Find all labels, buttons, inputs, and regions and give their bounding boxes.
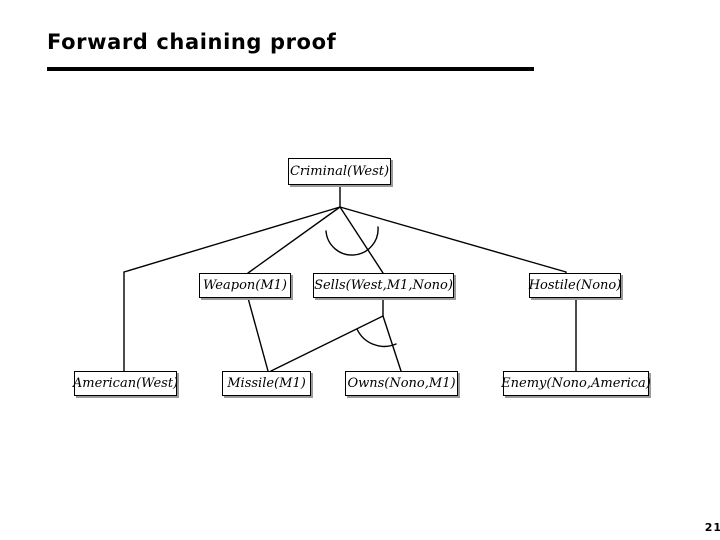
title-underline-rule [47, 67, 534, 71]
node-label: Enemy(Nono,America) [501, 376, 651, 391]
edge-criminal-to-hostile [339, 206, 567, 274]
edge-sells-to-owns [382, 315, 402, 372]
edge-weapon-to-missile [247, 297, 269, 372]
node-weapon-m1[interactable]: Weapon(M1) [199, 273, 291, 298]
node-owns-nono-m1[interactable]: Owns(Nono,M1) [345, 371, 458, 396]
edge-criminal-to-weapon [247, 206, 341, 274]
edge-criminal-to-sells [339, 206, 384, 274]
and-arc-criminal [325, 226, 379, 256]
node-criminal-west[interactable]: Criminal(West) [288, 158, 391, 185]
page-number: 21 [704, 521, 720, 534]
node-hostile-nono[interactable]: Hostile(Nono) [529, 273, 621, 298]
node-label: Owns(Nono,M1) [347, 376, 456, 391]
node-label: Missile(M1) [227, 376, 306, 391]
node-label: Criminal(West) [289, 164, 390, 179]
node-label: Sells(West,M1,Nono) [314, 278, 453, 293]
node-label: American(West) [72, 376, 179, 391]
node-label: Weapon(M1) [203, 278, 287, 293]
title-block: Forward chaining proof [47, 30, 537, 78]
edge-sells-to-missile [270, 315, 384, 372]
node-label: Hostile(Nono) [528, 278, 622, 293]
page-title: Forward chaining proof [47, 30, 337, 54]
node-american-west[interactable]: American(West) [73, 371, 178, 396]
and-arc-sells [356, 328, 397, 348]
node-missile-m1[interactable]: Missile(M1) [222, 371, 311, 396]
node-sells-west-m1-nono[interactable]: Sells(West,M1,Nono) [313, 273, 454, 298]
node-enemy-nono-america[interactable]: Enemy(Nono,America) [501, 371, 651, 396]
